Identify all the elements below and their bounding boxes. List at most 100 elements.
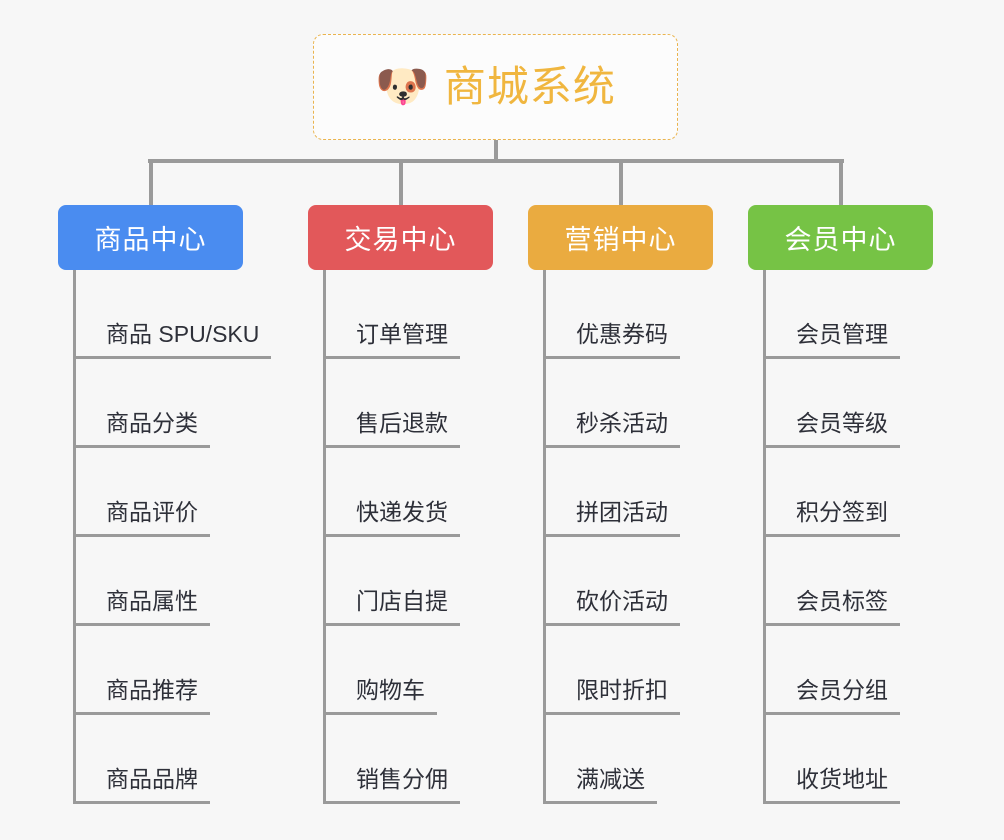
connector-spine-trade-center xyxy=(323,270,326,804)
leaf-item[interactable]: 购物车 xyxy=(323,626,563,715)
category-header-label: 商品中心 xyxy=(94,225,207,255)
leaf-item[interactable]: 优惠券码 xyxy=(543,270,783,359)
leaf-item[interactable]: 会员分组 xyxy=(763,626,1003,715)
leaf-item[interactable]: 拼团活动 xyxy=(543,448,783,537)
leaf-item-rule xyxy=(73,445,210,448)
leaf-list-marketing-center: 优惠券码秒杀活动拼团活动砍价活动限时折扣满减送 xyxy=(543,270,783,804)
leaf-item-label: 收货地址 xyxy=(796,766,888,792)
connector-drop-trade-center xyxy=(399,159,403,205)
connector-root-stem xyxy=(494,140,498,162)
leaf-item-rule xyxy=(323,356,460,359)
leaf-item-rule xyxy=(543,534,680,537)
column-marketing-center: 营销中心优惠券码秒杀活动拼团活动砍价活动限时折扣满减送 xyxy=(528,205,713,804)
leaf-item-rule xyxy=(543,445,680,448)
leaf-item[interactable]: 砍价活动 xyxy=(543,537,783,626)
leaf-item[interactable]: 会员管理 xyxy=(763,270,1003,359)
leaf-item[interactable]: 限时折扣 xyxy=(543,626,783,715)
category-header-label: 营销中心 xyxy=(564,225,677,255)
leaf-item-rule xyxy=(73,623,210,626)
leaf-item-label: 商品推荐 xyxy=(106,677,198,703)
leaf-item-rule xyxy=(323,534,460,537)
leaf-item-label: 商品评价 xyxy=(106,499,198,525)
leaf-item-label: 砍价活动 xyxy=(576,588,668,614)
leaf-item-label: 秒杀活动 xyxy=(576,410,668,436)
leaf-item-rule xyxy=(543,356,680,359)
leaf-item-label: 会员分组 xyxy=(796,677,888,703)
leaf-item[interactable]: 门店自提 xyxy=(323,537,563,626)
leaf-item[interactable]: 商品评价 xyxy=(73,448,313,537)
connector-drop-member-center xyxy=(839,159,843,205)
connector-spine-product-center xyxy=(73,270,76,804)
leaf-item-label: 拼团活动 xyxy=(576,499,668,525)
leaf-item[interactable]: 快递发货 xyxy=(323,448,563,537)
leaf-item-label: 商品分类 xyxy=(106,410,198,436)
root-node[interactable]: 🐶 商城系统 xyxy=(313,34,678,140)
leaf-item-label: 会员等级 xyxy=(796,410,888,436)
leaf-item[interactable]: 商品 SPU/SKU xyxy=(73,270,313,359)
category-header-product-center[interactable]: 商品中心 xyxy=(58,205,243,270)
leaf-item[interactable]: 销售分佣 xyxy=(323,715,563,804)
leaf-item-rule xyxy=(73,534,210,537)
leaf-item-label: 售后退款 xyxy=(356,410,448,436)
column-product-center: 商品中心商品 SPU/SKU 商品分类商品评价商品属性商品推荐商品品牌 xyxy=(58,205,271,804)
shiba-dog-face-icon: 🐶 xyxy=(375,62,430,111)
leaf-item-label: 限时折扣 xyxy=(576,677,668,703)
leaf-item-rule xyxy=(323,445,460,448)
leaf-item-rule xyxy=(73,356,271,359)
category-header-member-center[interactable]: 会员中心 xyxy=(748,205,933,270)
leaf-item-label: 商品 SPU/SKU xyxy=(106,321,260,347)
leaf-item[interactable]: 商品属性 xyxy=(73,537,313,626)
leaf-item[interactable]: 会员等级 xyxy=(763,359,1003,448)
connector-spine-member-center xyxy=(763,270,766,804)
leaf-list-member-center: 会员管理会员等级积分签到会员标签会员分组收货地址 xyxy=(763,270,1003,804)
leaf-item-label: 商品品牌 xyxy=(106,766,198,792)
leaf-item-rule xyxy=(323,623,460,626)
leaf-item[interactable]: 会员标签 xyxy=(763,537,1003,626)
leaf-item-label: 门店自提 xyxy=(356,588,448,614)
leaf-item-rule xyxy=(763,356,900,359)
leaf-item-rule xyxy=(323,712,437,715)
connector-horizontal-bus xyxy=(148,159,844,163)
leaf-item-label: 订单管理 xyxy=(356,321,448,347)
leaf-item-label: 会员管理 xyxy=(796,321,888,347)
leaf-item-label: 购物车 xyxy=(356,677,425,703)
category-header-label: 交易中心 xyxy=(344,225,457,255)
leaf-list-product-center: 商品 SPU/SKU 商品分类商品评价商品属性商品推荐商品品牌 xyxy=(73,270,313,804)
leaf-item-rule xyxy=(73,801,210,804)
leaf-item-rule xyxy=(543,801,657,804)
leaf-item-rule xyxy=(763,712,900,715)
category-header-marketing-center[interactable]: 营销中心 xyxy=(528,205,713,270)
leaf-item-label: 快递发货 xyxy=(356,499,448,525)
column-trade-center: 交易中心订单管理售后退款快递发货门店自提购物车销售分佣 xyxy=(308,205,493,804)
column-member-center: 会员中心会员管理会员等级积分签到会员标签会员分组收货地址 xyxy=(748,205,933,804)
leaf-item-rule xyxy=(763,623,900,626)
leaf-item-label: 积分签到 xyxy=(796,499,888,525)
leaf-item-label: 商品属性 xyxy=(106,588,198,614)
leaf-item[interactable]: 满减送 xyxy=(543,715,783,804)
leaf-item[interactable]: 订单管理 xyxy=(323,270,563,359)
leaf-item-label: 满减送 xyxy=(576,766,645,792)
leaf-item-rule xyxy=(763,534,900,537)
connector-spine-marketing-center xyxy=(543,270,546,804)
connector-drop-marketing-center xyxy=(619,159,623,205)
leaf-item-rule xyxy=(543,623,680,626)
leaf-item[interactable]: 秒杀活动 xyxy=(543,359,783,448)
category-header-label: 会员中心 xyxy=(784,225,897,255)
leaf-item[interactable]: 收货地址 xyxy=(763,715,1003,804)
leaf-item-rule xyxy=(73,712,210,715)
leaf-item-rule xyxy=(543,712,680,715)
leaf-item-label: 优惠券码 xyxy=(576,321,668,347)
leaf-item-rule xyxy=(763,445,900,448)
leaf-item-label: 销售分佣 xyxy=(356,766,448,792)
leaf-item-label: 会员标签 xyxy=(796,588,888,614)
category-header-trade-center[interactable]: 交易中心 xyxy=(308,205,493,270)
leaf-item[interactable]: 售后退款 xyxy=(323,359,563,448)
leaf-item[interactable]: 商品品牌 xyxy=(73,715,313,804)
leaf-item[interactable]: 商品推荐 xyxy=(73,626,313,715)
leaf-item[interactable]: 积分签到 xyxy=(763,448,1003,537)
leaf-list-trade-center: 订单管理售后退款快递发货门店自提购物车销售分佣 xyxy=(323,270,563,804)
connector-drop-product-center xyxy=(149,159,153,205)
leaf-item-rule xyxy=(323,801,460,804)
leaf-item[interactable]: 商品分类 xyxy=(73,359,313,448)
